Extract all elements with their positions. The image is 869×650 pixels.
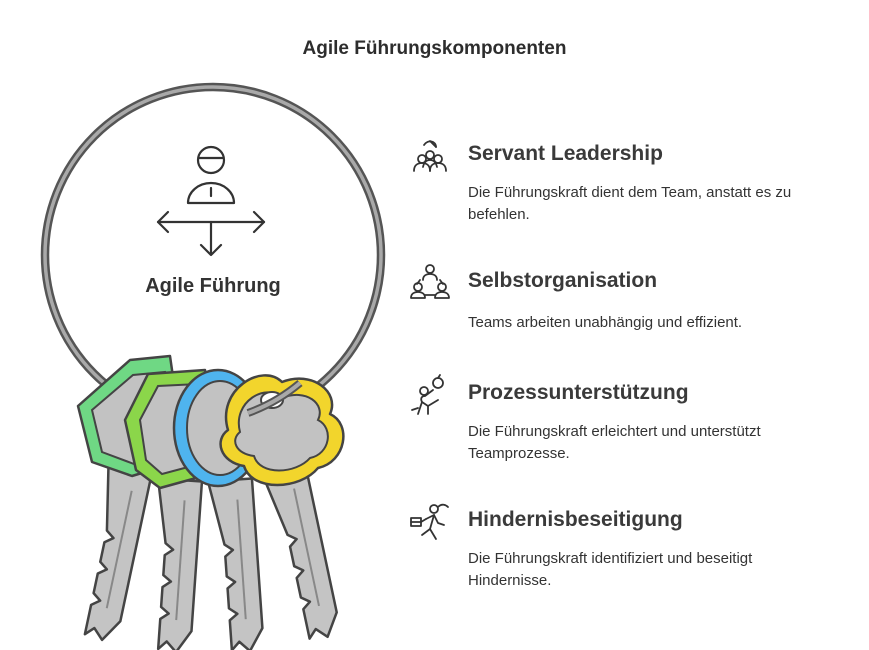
person-directions-icon [156,145,266,257]
page-title: Agile Führungskomponenten [302,38,567,59]
obstacle-removal-icon [410,503,449,540]
item-description: Die Führungskraft dient dem Team, anstat… [468,184,792,223]
center-label: Agile Führung [145,275,281,297]
item-description: Teams arbeiten unabhängig und effizient. [468,314,743,331]
item-description: Die Führungskraft erleichtert und unters… [468,423,761,462]
process-support-icon [411,374,444,415]
item-description: Die Führungskraft identifiziert und bese… [468,550,753,589]
item-heading: Hindernisbeseitigung [468,508,683,531]
key-blades [83,464,338,650]
item-heading: Prozessunterstützung [468,381,689,404]
item-heading: Servant Leadership [468,142,663,165]
self-organizing-team-icon [410,264,450,299]
servant-leader-icon [413,140,447,172]
item-heading: Selbstorganisation [468,269,658,292]
